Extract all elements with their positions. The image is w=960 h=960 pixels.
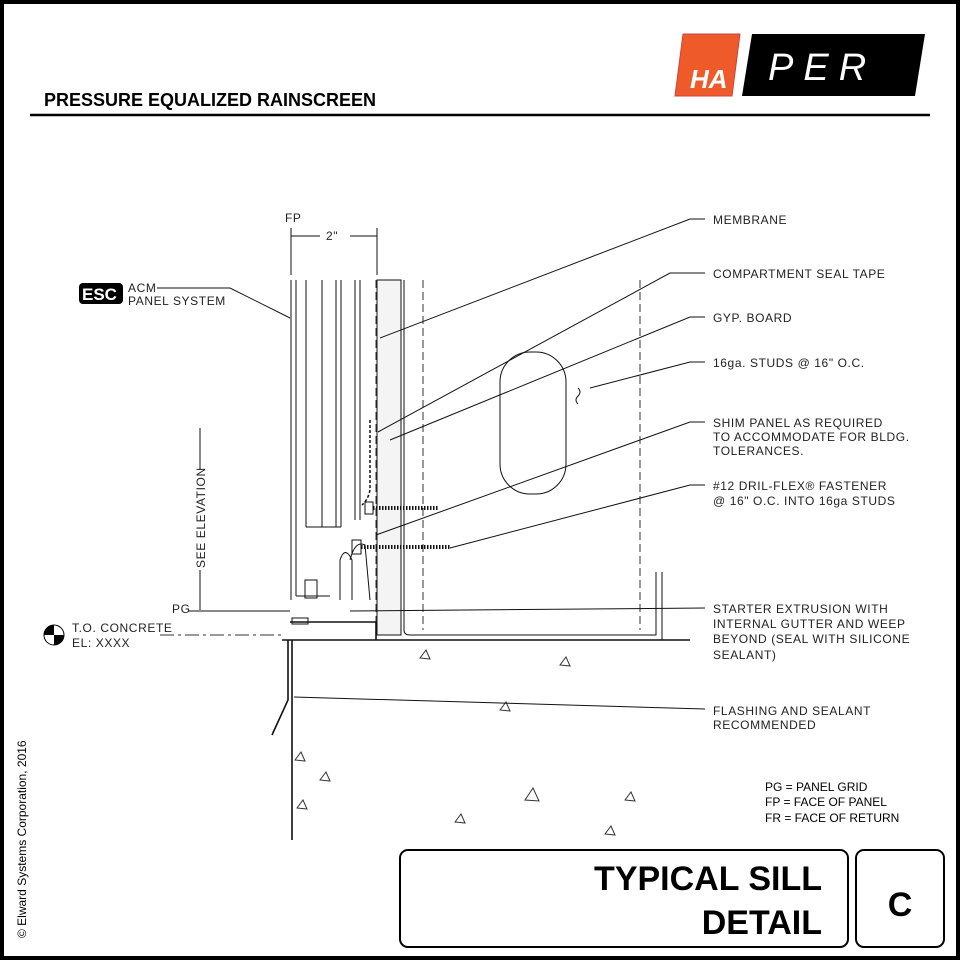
sheet-title: PRESSURE EQUALIZED RAINSCREEN (44, 90, 376, 110)
detail-title-line2: DETAIL (702, 904, 822, 942)
fasteners (351, 501, 450, 555)
copyright: © Elward Systems Corporation, 2016 (15, 740, 29, 938)
elevation-value: EL: XXXX (72, 636, 130, 650)
callout-gyp-board: GYP. BOARD (713, 311, 792, 325)
callout-fastener: #12 DRIL-FLEX® FASTENER (713, 479, 887, 493)
fp-label: FP (285, 211, 302, 225)
acm-label: ACM (128, 281, 156, 295)
detail-letter: C (888, 886, 913, 924)
acm-panel (290, 280, 371, 601)
callout-shim: TO ACCOMMODATE FOR BLDG. (713, 430, 910, 444)
callout-starter: STARTER EXTRUSION WITH (713, 602, 888, 616)
per-logo: HA PER (674, 33, 925, 97)
callout-starter: SEALANT) (713, 648, 776, 662)
callout-membrane: MEMBRANE (713, 213, 787, 227)
seal-tape (361, 420, 371, 506)
callout-starter: BEYOND (SEAL WITH SILICONE (713, 632, 910, 646)
pg-label: PG (172, 602, 191, 616)
detail-letter-box (855, 849, 945, 948)
gyp-board (376, 279, 402, 636)
legend-item: FR = FACE OF RETURN (765, 811, 899, 825)
title-block (399, 849, 849, 948)
callout-starter: INTERNAL GUTTER AND WEEP (713, 617, 906, 631)
legend-item: FP = FACE OF PANEL (765, 795, 887, 809)
concrete-hatching (294, 649, 636, 836)
elevation-marker-icon (43, 624, 65, 646)
callout-fastener: @ 16" O.C. INTO 16ga STUDS (713, 494, 896, 508)
legend-item: PG = PANEL GRID (765, 780, 868, 794)
callout-studs: 16ga. STUDS @ 16" O.C. (713, 356, 865, 370)
callout-shim: TOLERANCES. (713, 444, 804, 458)
svg-text:ESC: ESC (82, 285, 117, 304)
esc-logo: ESC (79, 283, 123, 304)
leader-lines (293, 218, 706, 710)
dimension-value: 2" (326, 229, 338, 243)
panel-system-label: PANEL SYSTEM (128, 294, 226, 308)
logo-mark: HA (690, 64, 728, 94)
detail-title-line1: TYPICAL SILL (594, 860, 822, 898)
to-concrete-label: T.O. CONCRETE (72, 621, 172, 635)
callout-flashing: RECOMMENDED (713, 718, 816, 732)
see-elevation-label: SEE ELEVATION (194, 467, 208, 568)
callout-seal-tape: COMPARTMENT SEAL TAPE (713, 267, 885, 281)
logo-text: PER (768, 47, 876, 89)
callout-flashing: FLASHING AND SEALANT (713, 704, 871, 718)
callout-shim: SHIM PANEL AS REQUIRED (713, 416, 883, 430)
